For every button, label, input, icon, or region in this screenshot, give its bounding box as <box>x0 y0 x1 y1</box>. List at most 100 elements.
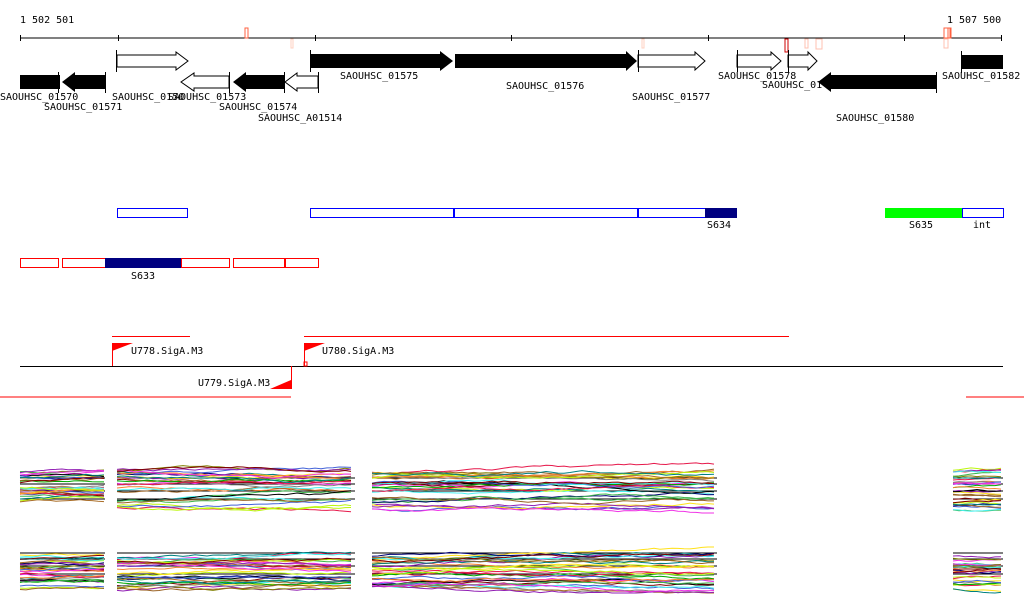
transcript-track-minus: S633 <box>20 258 319 282</box>
gene-SAOUHSC_01577[interactable]: SAOUHSC_01577 <box>632 50 710 103</box>
expression-line <box>19 574 105 579</box>
expression-line <box>116 490 351 502</box>
expression-line <box>952 575 1001 579</box>
svg-text:SAOUHSC_01577: SAOUHSC_01577 <box>632 92 710 103</box>
expression-line <box>371 585 715 594</box>
gene-SAOUHSC_A01514[interactable]: SAOUHSC_A01514 <box>258 72 342 124</box>
promoter-U779[interactable]: U779.SigA.M3 <box>198 366 292 389</box>
svg-text:SAOUHSC_01575: SAOUHSC_01575 <box>340 71 418 82</box>
expression-line <box>952 501 1002 505</box>
expression-line <box>952 491 1002 495</box>
expression-line <box>952 508 1002 512</box>
expression-line <box>19 486 105 492</box>
expression-line <box>116 557 352 565</box>
expression-line <box>371 582 715 593</box>
expression-line <box>952 500 1002 504</box>
promoter-U780[interactable]: U780.SigA.M3 <box>303 343 394 367</box>
label-s634: S634 <box>707 220 731 231</box>
expression-line <box>116 562 352 571</box>
expression-line <box>952 588 1002 594</box>
gene-SAOUHSC_01571[interactable]: SAOUHSC_01571 <box>44 72 122 113</box>
expression-line <box>19 561 105 566</box>
expression-line <box>116 467 352 472</box>
svg-text:SAOUHSC_A01514: SAOUHSC_A01514 <box>258 113 342 124</box>
expression-line <box>116 567 352 576</box>
expression-line <box>116 552 352 560</box>
svg-text:SAOUHSC_01571: SAOUHSC_01571 <box>44 102 122 113</box>
expression-line <box>371 496 714 505</box>
expression-line <box>116 478 352 484</box>
expression-line <box>19 495 105 502</box>
label-int: int <box>973 220 991 231</box>
expression-line <box>19 576 105 581</box>
transcript-S635[interactable] <box>885 208 962 218</box>
expression-line <box>116 502 352 510</box>
expression-line <box>952 493 1002 497</box>
gene-SAOUHSC_01575[interactable]: SAOUHSC_01575 <box>310 50 454 82</box>
expression-line <box>116 499 352 508</box>
expression-line <box>371 568 715 576</box>
expression-line <box>19 575 105 579</box>
expression-line <box>19 586 105 590</box>
gene-SAOUHSC_01580[interactable]: SAOUHSC_01580 <box>818 72 937 124</box>
expression-line <box>116 497 352 504</box>
expression-line <box>116 575 352 580</box>
gene-SAOUHSC_01576[interactable]: SAOUHSC_01576 <box>455 51 637 92</box>
gene-SAOUHSC_01570[interactable]: SAOUHSC_01570 <box>0 75 78 103</box>
expression-line <box>371 563 715 571</box>
svg-text:U780.SigA.M3: U780.SigA.M3 <box>322 346 394 357</box>
svg-text:SAOUHSC_01582: SAOUHSC_01582 <box>942 71 1020 82</box>
expression-line <box>953 488 1002 493</box>
gene-SAOUHSC_01582[interactable]: SAOUHSC_01582 <box>942 51 1020 82</box>
svg-text:SAOUHSC_01573: SAOUHSC_01573 <box>168 92 246 103</box>
expression-line <box>19 469 105 476</box>
expression-line <box>952 568 1002 574</box>
transcript-S633[interactable] <box>105 258 181 268</box>
expression-line <box>19 499 105 503</box>
axis-start-label: 1 502 501 <box>20 15 74 26</box>
expression-line <box>116 571 352 577</box>
gene-SAOUHSC_01578[interactable]: SAOUHSC_01578 <box>718 50 796 82</box>
expression-line <box>952 476 1002 480</box>
expression-line <box>116 505 352 512</box>
expression-line <box>371 553 715 564</box>
expression-line <box>116 566 352 571</box>
expression-line <box>116 470 352 479</box>
expression-line <box>371 565 715 577</box>
expression-line <box>116 585 352 592</box>
axis-end-label: 1 507 500 <box>947 15 1001 26</box>
expression-line <box>20 488 105 495</box>
gene-SAOUHSC_01574[interactable]: SAOUHSC_01574 <box>219 72 297 113</box>
expression-line <box>371 462 715 474</box>
expression-line <box>371 480 715 485</box>
expression-line <box>371 546 714 561</box>
expression-line <box>19 586 105 591</box>
promoter-U778[interactable]: U778.SigA.M3 <box>112 343 203 366</box>
expression-line <box>952 486 1002 490</box>
gene-SAOUHSC_01573[interactable]: SAOUHSC_01573 <box>168 72 246 103</box>
expression-line <box>952 505 1002 509</box>
svg-text:U779.SigA.M3: U779.SigA.M3 <box>198 378 270 389</box>
expression-line <box>952 579 1002 583</box>
gene-SAOUHSC_01579[interactable]: SAOUHSC_01 <box>762 50 822 91</box>
expression-line <box>116 579 352 585</box>
gene-SAOUHSC_01572[interactable]: SAOUHSC_0150 <box>112 50 189 103</box>
expression-line <box>116 561 352 567</box>
svg-text:SAOUHSC_01570: SAOUHSC_01570 <box>0 92 78 103</box>
expression-line <box>952 482 1002 485</box>
expression-line <box>116 551 352 559</box>
transcript-S634[interactable] <box>705 208 737 218</box>
expression-line <box>371 577 715 584</box>
expression-line <box>952 557 1002 561</box>
expression-line <box>19 564 105 569</box>
expression-line <box>371 470 715 478</box>
expression-line <box>952 579 1002 584</box>
expression-line <box>116 486 352 491</box>
expression-line <box>19 473 105 479</box>
expression-line <box>371 492 715 503</box>
expression-profiles <box>19 462 1003 594</box>
label-s633: S633 <box>131 271 155 282</box>
expression-line <box>116 475 352 484</box>
expression-line <box>116 490 352 502</box>
expression-line <box>19 477 105 484</box>
